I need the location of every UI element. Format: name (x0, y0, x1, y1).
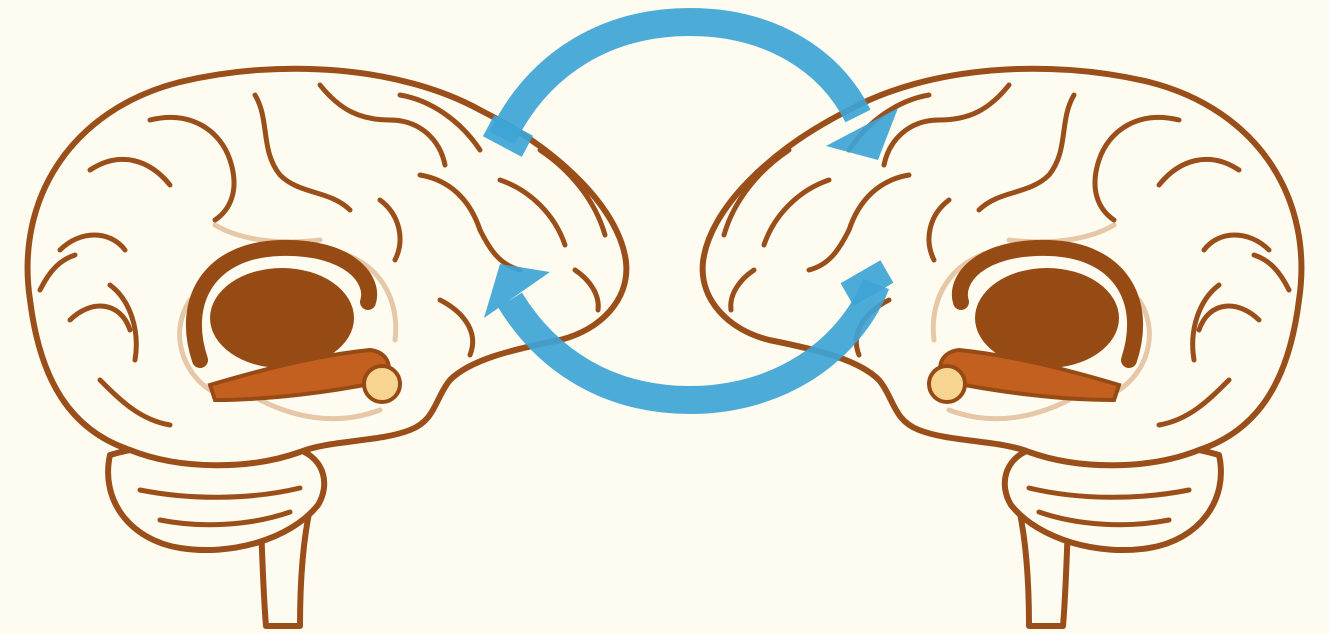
right-cerebrum-outline (703, 69, 1302, 466)
arrow-upper-arc (502, 22, 858, 138)
right-thalamus (975, 268, 1119, 368)
left-cerebrum-outline (28, 69, 627, 466)
right-amygdala (929, 366, 965, 402)
left-amygdala (364, 366, 400, 402)
left-thalamus (210, 268, 354, 368)
right-brain (703, 69, 1302, 626)
